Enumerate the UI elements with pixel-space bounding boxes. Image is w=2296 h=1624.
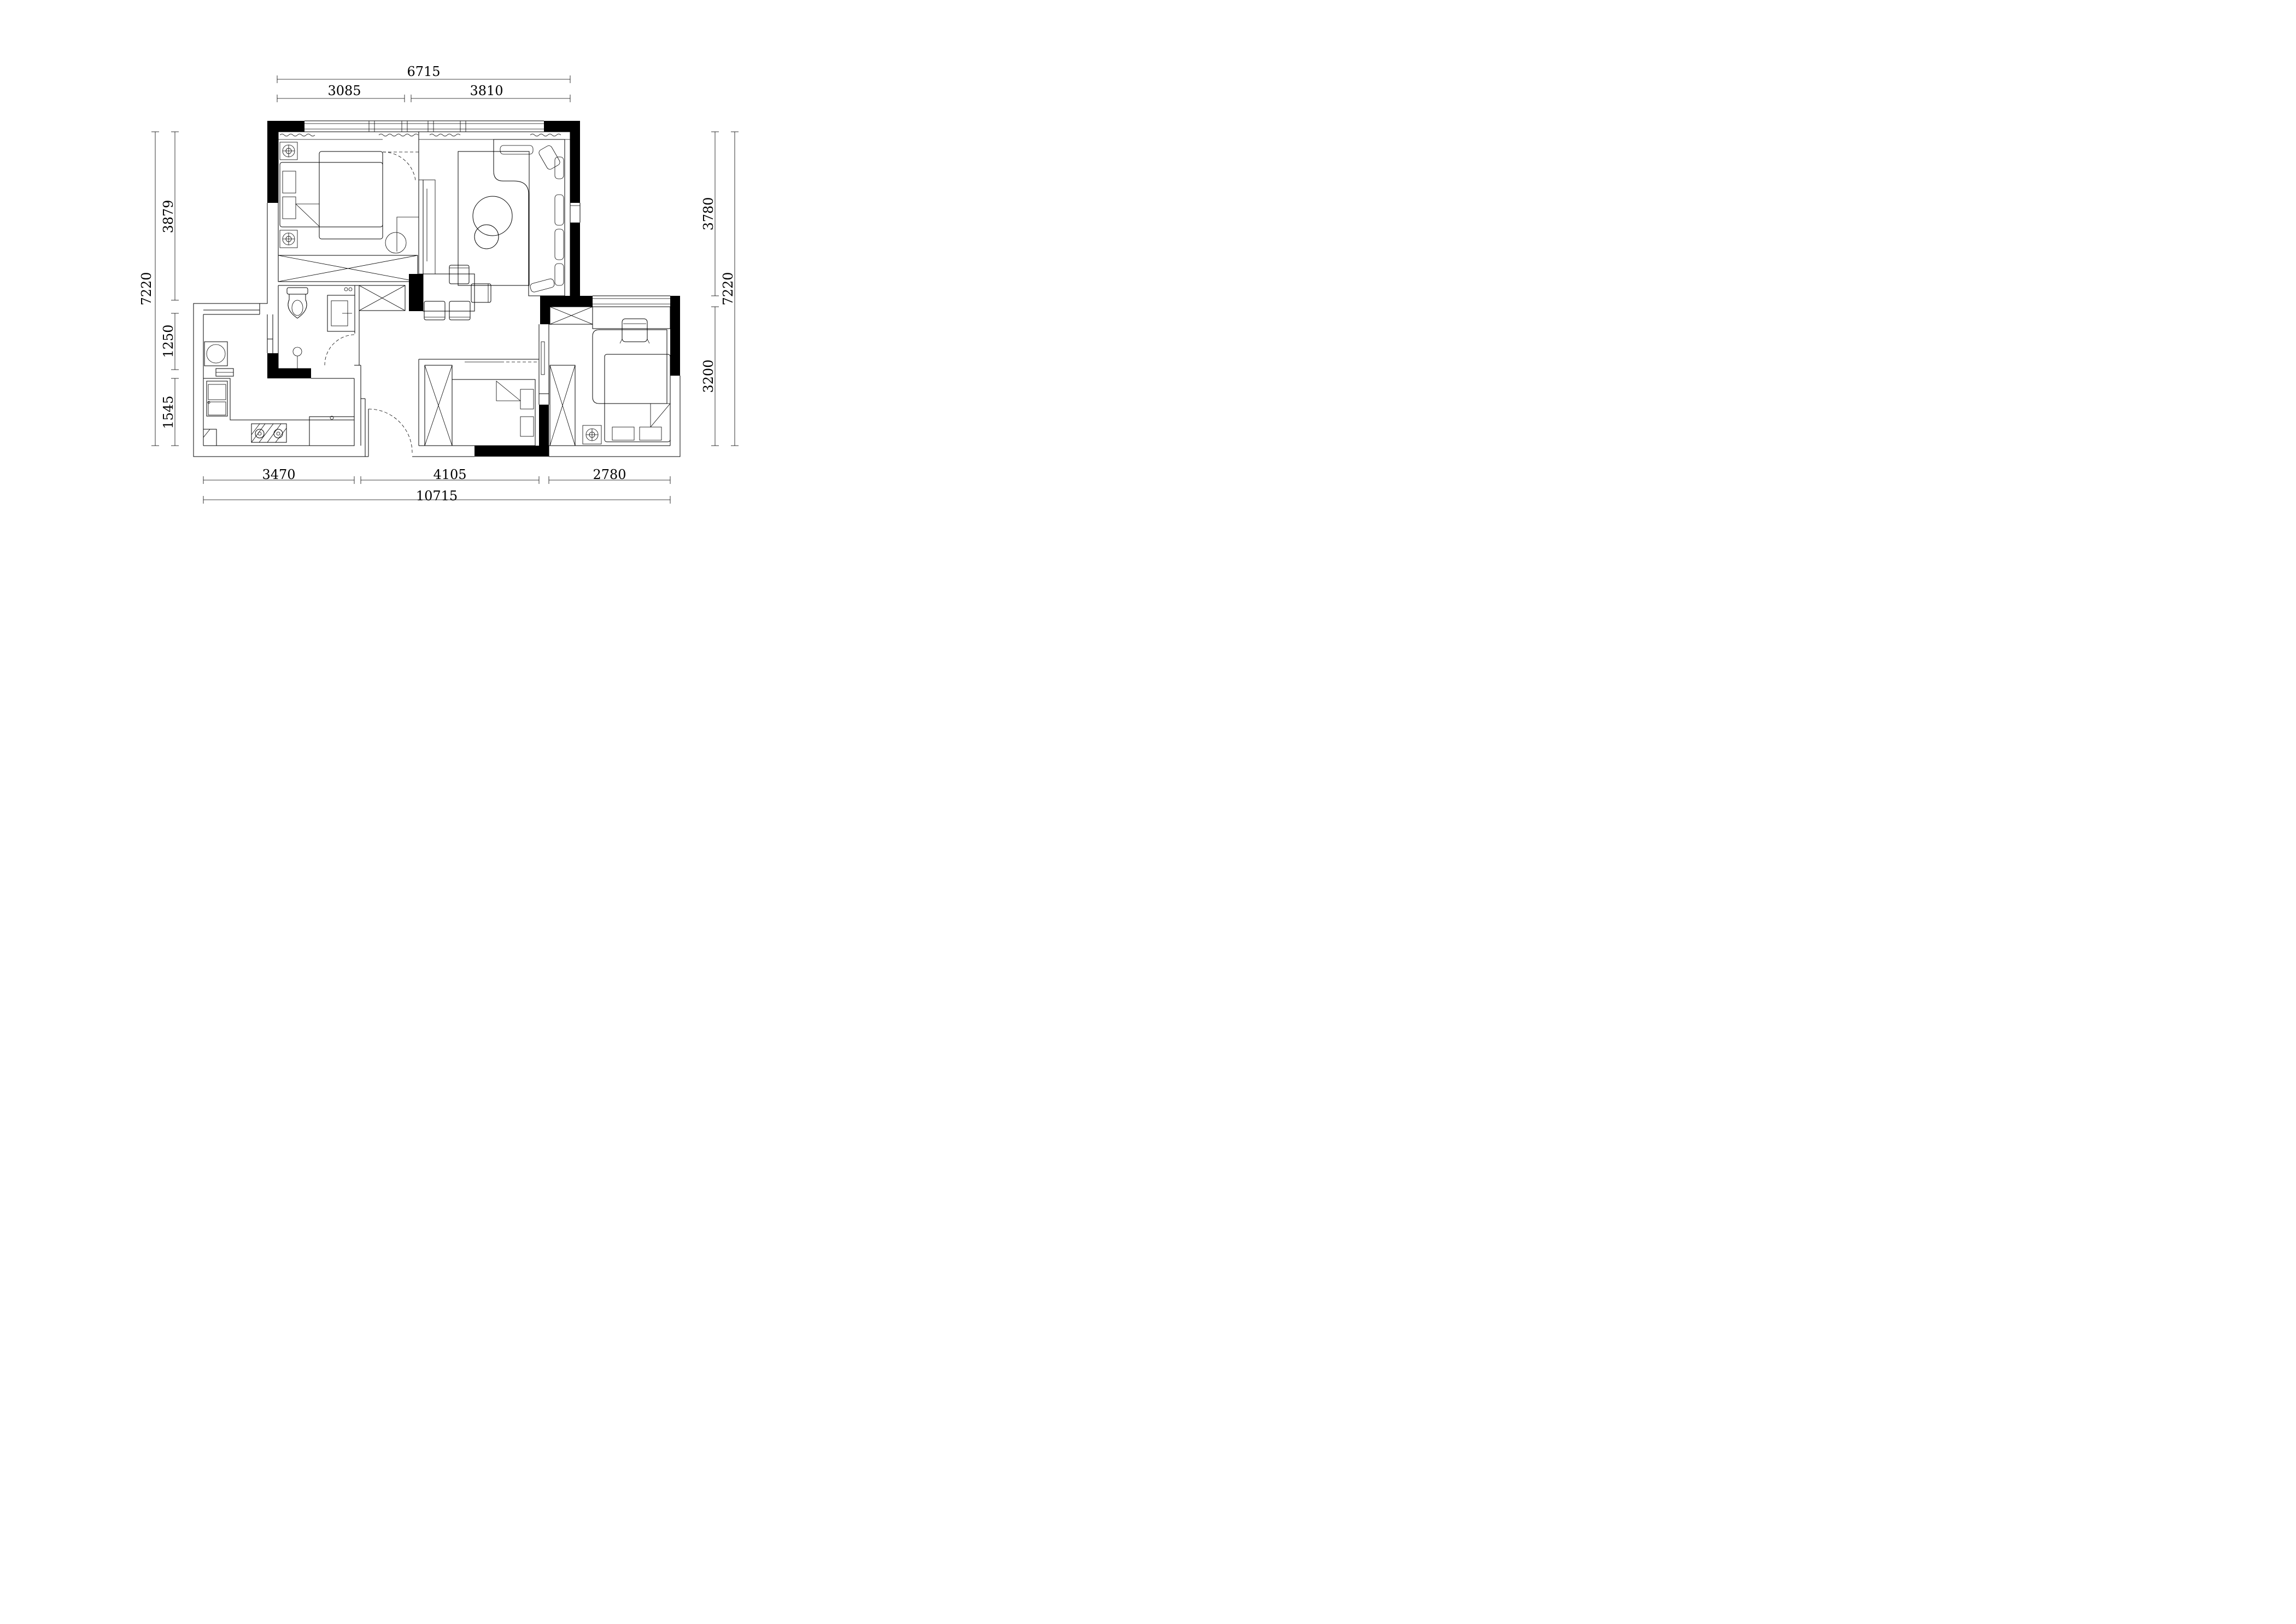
structural-walls bbox=[267, 121, 680, 457]
wardrobe bbox=[424, 365, 453, 446]
coffee-table bbox=[472, 196, 513, 249]
outline-walls bbox=[193, 120, 681, 457]
dim-bottom-total: 10715 bbox=[416, 488, 458, 504]
dim-top-segment-2: 3810 bbox=[470, 83, 503, 98]
desk-chair-icon bbox=[619, 318, 650, 344]
dim-right-segment-1: 3780 bbox=[701, 197, 716, 230]
dim-top-segment-1: 3085 bbox=[327, 83, 361, 98]
master-bedroom bbox=[278, 142, 419, 282]
bathroom bbox=[286, 285, 406, 369]
counter bbox=[203, 378, 354, 420]
floor-drain-icon bbox=[582, 425, 602, 445]
door-swing-icon bbox=[382, 151, 416, 181]
dim-bottom-segment-3: 2780 bbox=[593, 467, 626, 482]
cabinet bbox=[359, 285, 406, 311]
floor-drain-icon bbox=[279, 142, 298, 160]
bedroom-3 bbox=[424, 359, 539, 446]
cabinet bbox=[549, 306, 593, 325]
desk bbox=[592, 306, 671, 329]
sink-icon bbox=[327, 287, 355, 332]
dim-top-total: 6715 bbox=[407, 64, 440, 79]
dim-right-segment-2: 3200 bbox=[701, 359, 716, 393]
dimension-bottom: 3470 4105 2780 10715 bbox=[203, 467, 671, 504]
kitchen bbox=[203, 341, 355, 446]
entrance-door bbox=[368, 408, 413, 457]
dim-bottom-segment-1: 3470 bbox=[262, 467, 295, 482]
bed-icon bbox=[592, 329, 671, 442]
door-swing-icon bbox=[368, 408, 413, 453]
wardrobe bbox=[278, 255, 418, 282]
bedroom-2 bbox=[541, 306, 671, 446]
floor-plan: 6715 3085 3810 3470 4105 2780 10715 72 bbox=[139, 64, 739, 504]
chair-icon bbox=[424, 301, 446, 320]
bed-icon bbox=[279, 151, 383, 239]
washing-machine-icon bbox=[204, 341, 228, 366]
bed-icon bbox=[452, 379, 536, 446]
chair-icon bbox=[471, 283, 491, 303]
sofa-icon bbox=[493, 139, 565, 296]
shower-drain bbox=[292, 347, 302, 369]
toilet-icon bbox=[286, 287, 308, 319]
cooktop-icon bbox=[251, 423, 287, 443]
door-swing-icon bbox=[324, 334, 355, 366]
dimension-left: 7220 3879 1250 1545 bbox=[139, 131, 179, 446]
floor-drain-icon bbox=[279, 230, 298, 248]
dining-area bbox=[423, 265, 491, 320]
dim-bottom-segment-2: 4105 bbox=[433, 467, 466, 482]
dim-left-segment-1: 3879 bbox=[161, 200, 176, 233]
dimension-right: 3780 3200 7220 bbox=[701, 131, 739, 446]
wardrobe bbox=[549, 365, 576, 446]
kitchen-sink bbox=[309, 416, 355, 446]
dim-left-segment-3: 1545 bbox=[161, 395, 176, 429]
side-table bbox=[385, 217, 419, 254]
dim-right-total: 7220 bbox=[721, 272, 736, 305]
chair-icon bbox=[449, 301, 471, 320]
dim-left-segment-2: 1250 bbox=[161, 324, 176, 358]
living-room bbox=[458, 139, 565, 296]
curtains bbox=[278, 133, 570, 140]
dimension-top: 6715 3085 3810 bbox=[277, 64, 571, 102]
dim-left-total: 7220 bbox=[139, 272, 154, 305]
chair-icon bbox=[449, 265, 470, 284]
